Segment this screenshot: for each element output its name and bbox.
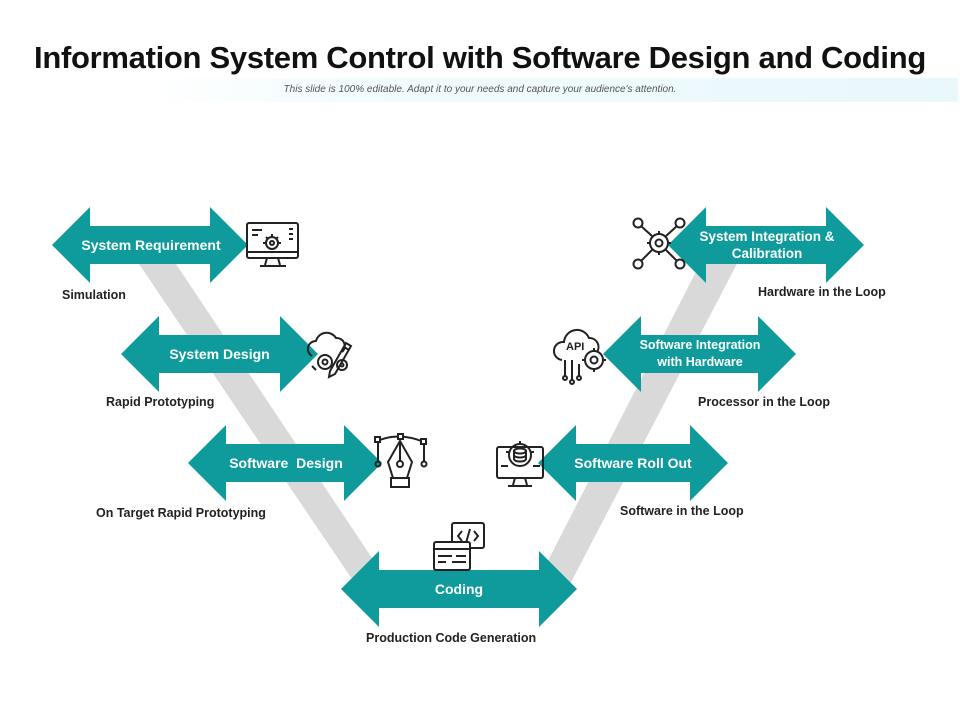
page-title: Information System Control with Software… [34, 40, 926, 75]
software-rollout-caption: Software in the Loop [620, 504, 744, 518]
code-windows-icon [433, 522, 485, 571]
arrow-software-design [188, 425, 382, 501]
coding-caption: Production Code Generation [366, 631, 537, 645]
system-integration-caption: Hardware in the Loop [758, 285, 886, 299]
cloud-gear-pencil-icon [306, 331, 353, 379]
api-cloud-gear-icon: API [553, 328, 606, 385]
pen-tool-icon [374, 433, 428, 488]
system-integration-label: System Integration & Calibration [699, 229, 835, 261]
system-design-caption: Rapid Prototyping [106, 395, 215, 409]
software-design-label: Software Design [229, 454, 343, 471]
arrow-software-rollout [538, 425, 728, 501]
software-integration-label: Software Integration with Hardware [639, 338, 761, 369]
arrow-system-design [121, 316, 318, 392]
subtitle-band [150, 78, 958, 102]
gear-network-icon [632, 217, 686, 270]
arrow-coding [341, 551, 577, 627]
system-requirement-caption: Simulation [62, 288, 126, 302]
software-integration-caption: Processor in the Loop [698, 395, 830, 409]
page-subtitle: This slide is 100% editable. Adapt it to… [283, 84, 677, 95]
system-requirement-label: System Requirement [81, 236, 221, 253]
arrow-system-requirement [52, 207, 248, 283]
arrow-system-integration [668, 207, 864, 283]
svg-text:API: API [566, 341, 584, 353]
system-design-label: System Design [169, 345, 270, 362]
monitor-gear-icon [246, 222, 299, 267]
right-band [534, 258, 740, 588]
monitor-database-gear-icon [496, 441, 544, 487]
arrow-software-integration [603, 316, 796, 392]
software-rollout-label: Software Roll Out [574, 454, 692, 471]
left-band [135, 258, 392, 588]
coding-label: Coding [434, 580, 484, 597]
software-design-caption: On Target Rapid Prototyping [96, 506, 266, 520]
